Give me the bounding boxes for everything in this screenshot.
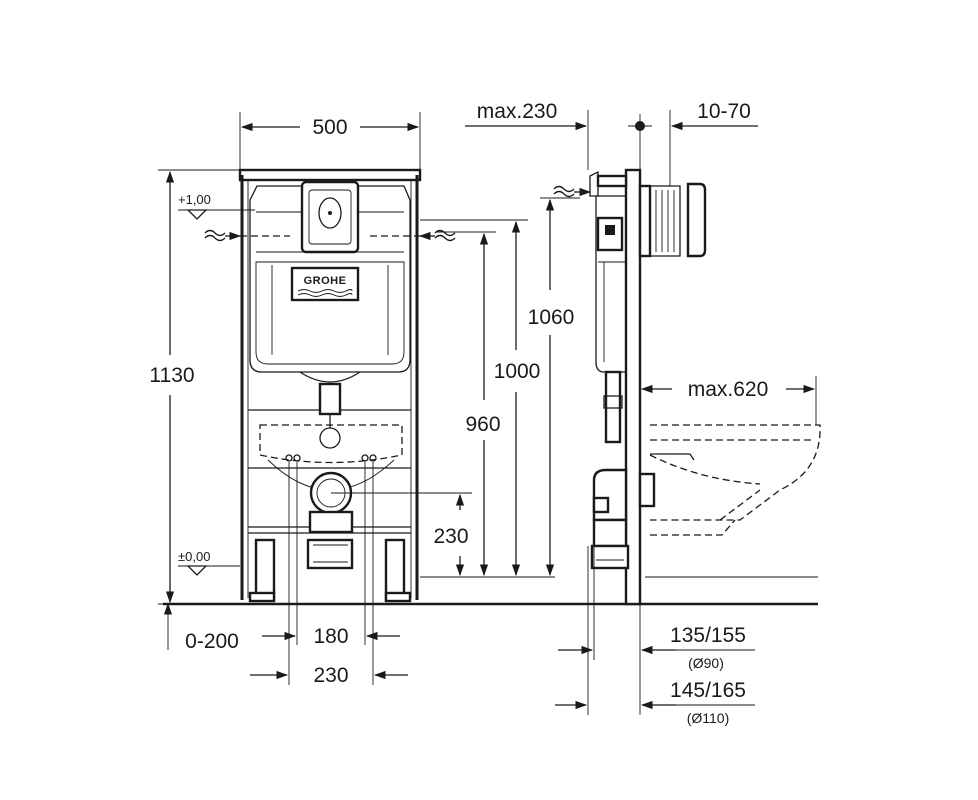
dim-230-height: 230 [331,492,472,577]
dia-110-label: (Ø110) [687,710,730,726]
drain-connection [267,454,395,570]
dim-145-165: 145/165 (Ø110) [555,546,755,726]
dim-1130: 1130 [149,169,240,605]
dim-145-165-label: 145/165 [670,679,746,702]
bowl-outline-front [259,424,403,464]
water-inlet-side [553,185,592,198]
dim-135-155-label: 135/155 [670,624,746,647]
dim-0-200: 0-200 [163,602,239,653]
water-inlet-right [370,229,456,242]
drain-elbow-side [590,468,630,570]
side-view: max.230 10-70 1060 max.620 [465,100,821,726]
dim-1130-label: 1130 [149,364,194,387]
dim-960: 960 [436,231,501,577]
dim-10-70: 10-70 [628,100,758,186]
dia-90-label: (Ø90) [688,655,724,671]
dim-1060-label: 1060 [528,306,575,329]
dim-135-155: 135/155 (Ø90) [558,520,755,715]
dim-10-70-label: 10-70 [697,100,751,123]
dim-max-230-label: max.230 [477,100,558,123]
wc-bowl-side [638,424,821,536]
water-inlet-left [204,229,290,242]
dim-230-height-label: 230 [433,525,468,548]
flush-actuator-side [638,182,707,258]
dim-500-label: 500 [312,116,347,139]
dim-1000-label: 1000 [494,360,541,383]
dim-1000: 1000 [420,219,541,577]
dim-230-bottom-label: 230 [313,664,348,687]
level-top-marker: +1,00 [178,192,255,220]
cistern: GROHE [249,180,411,449]
front-view: GROHE [149,112,555,687]
dim-max-230: max.230 [465,100,589,170]
dim-180-label: 180 [313,625,348,648]
dim-230-bottom: 230 [250,462,408,687]
cistern-side [589,170,628,444]
dim-max-620: max.620 [640,376,817,425]
logo-text: GROHE [304,275,347,287]
dim-0-200-label: 0-200 [185,630,239,653]
dim-max-620-label: max.620 [688,378,769,401]
dim-500: 500 [239,112,421,170]
dim-1060: 1060 [528,197,580,577]
side-frame [624,168,642,606]
dim-960-label: 960 [465,413,500,436]
level-top-label: +1,00 [178,192,211,207]
level-zero-marker: ±0,00 [178,549,240,576]
level-zero-label: ±0,00 [178,549,210,564]
dim-180: 180 [262,462,400,648]
grohe-logo: GROHE [290,266,360,302]
